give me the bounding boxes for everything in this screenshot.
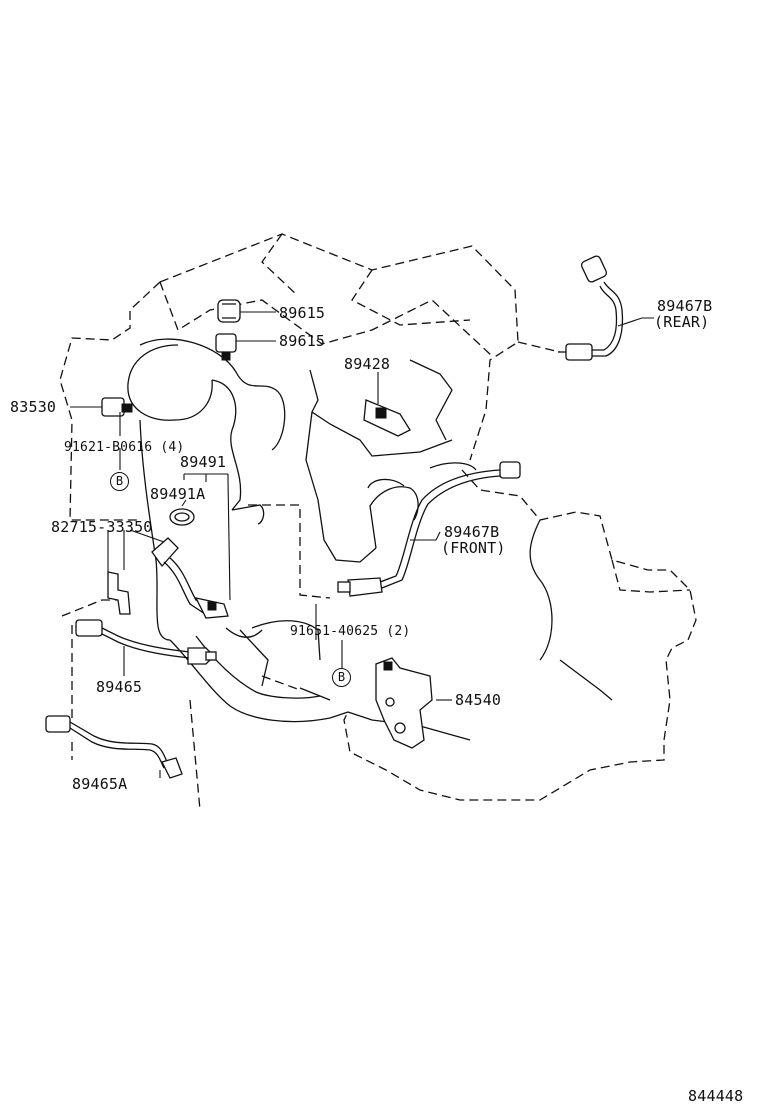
label-89465a: 89465A [72, 775, 128, 793]
label-91621-b0616: 91621-B0616 (4) [64, 440, 185, 455]
label-89467b-front-note: (FRONT) [441, 539, 506, 557]
label-89467b-rear-note: (REAR) [654, 313, 710, 331]
sensor-83530 [101, 397, 133, 417]
gasket-89491a [169, 508, 195, 526]
sensor-89465 [75, 619, 217, 665]
label-83530: 83530 [10, 398, 57, 416]
reference-b-right: B [332, 668, 351, 687]
label-89615-upper: 89615 [279, 304, 326, 322]
diagram-id: 844448 [688, 1087, 744, 1105]
label-89428: 89428 [344, 355, 391, 373]
label-89615-lower: 89615 [279, 332, 326, 350]
label-91651-40625: 91651-40625 (2) [290, 624, 411, 639]
bracket-82715 [107, 571, 131, 615]
sensor-89491 [151, 537, 229, 619]
label-89491: 89491 [180, 453, 227, 471]
sensor-89465a [45, 715, 183, 779]
switch-84540 [375, 657, 433, 749]
label-84540: 84540 [455, 691, 502, 709]
sensor-89615-upper [217, 299, 241, 323]
label-89467b-rear: 89467B [657, 297, 713, 315]
sensor-89428 [363, 399, 411, 437]
engine-block [127, 338, 697, 801]
reference-b-left: B [110, 472, 129, 491]
label-89467b-front: 89467B [444, 523, 500, 541]
label-82715-33350: 82715-33350 [51, 518, 153, 536]
sensor-89467b-rear [558, 255, 624, 361]
leader-lines [70, 311, 654, 778]
label-89465: 89465 [96, 678, 143, 696]
engine-outline [59, 233, 561, 811]
sensor-89615-lower [215, 333, 237, 361]
sensor-89467b-front [337, 461, 521, 597]
label-89491a: 89491A [150, 485, 206, 503]
